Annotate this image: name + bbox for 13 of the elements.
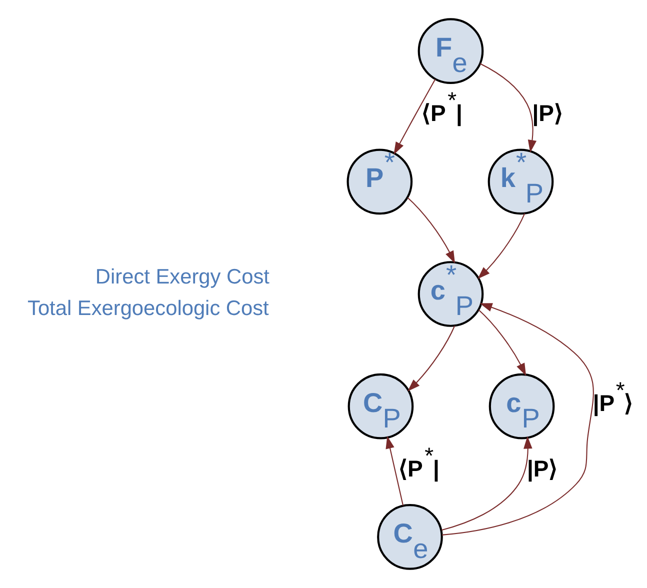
arrow [407, 197, 456, 264]
arrow [478, 310, 526, 376]
arrow [386, 436, 404, 506]
label: Total Exergoecologic Cost [28, 296, 269, 320]
arrow [408, 326, 456, 392]
edge-label: |P⟩ [532, 100, 563, 126]
arrow [442, 303, 594, 536]
arrow [441, 436, 532, 531]
edge-label: |P⟩ [527, 455, 558, 482]
arrow [480, 63, 537, 153]
arrow [394, 78, 436, 155]
label: Direct Exergy Cost [95, 266, 270, 289]
arrow [478, 213, 526, 280]
